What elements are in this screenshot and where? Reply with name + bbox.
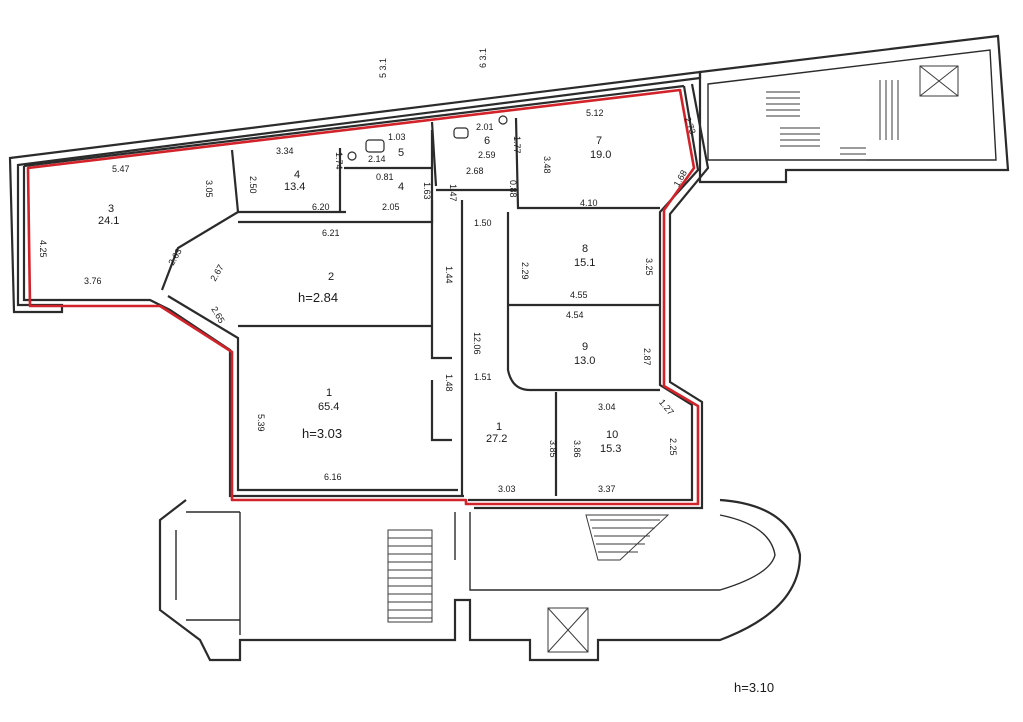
dimension-label: 6.16: [324, 472, 342, 482]
room-1-number: 1: [326, 387, 332, 399]
dimension-label: 6.20: [312, 202, 330, 212]
dimension-label: 3.05: [204, 180, 214, 198]
dimension-label: 2.50: [248, 176, 258, 194]
dimension-labels: 5.47 4.25 3.05 3.76 2.63 2.67 2.65 2.50 …: [38, 108, 698, 494]
dimension-label: 5.12: [586, 108, 604, 118]
room-4a-area: 13.4: [284, 181, 305, 193]
room-3-number: 3: [108, 203, 114, 215]
dimension-label: 2.05: [382, 202, 400, 212]
dimension-label: 1.03: [388, 132, 406, 142]
dimension-label: 4.54: [566, 310, 584, 320]
room-9-number: 9: [582, 341, 588, 353]
dimension-label: 2.63: [166, 247, 183, 267]
dimension-label: 2.68: [466, 166, 484, 176]
premises-outline: [26, 88, 700, 506]
room-1-area: 65.4: [318, 401, 339, 413]
dimension-label: 2.59: [478, 150, 496, 160]
dimension-label: 0.88: [508, 180, 518, 198]
room-9-area: 13.0: [574, 355, 595, 367]
room-7-area: 19.0: [590, 149, 611, 161]
room-3-area: 24.1: [98, 215, 119, 227]
room-1b-number: 1: [496, 421, 502, 433]
dimension-label: 3.03: [498, 484, 516, 494]
dimension-label: 2.29: [520, 262, 530, 280]
room-8-area: 15.1: [574, 257, 595, 269]
room-1b-area: 27.2: [486, 433, 507, 445]
dimension-label: 2.67: [208, 263, 225, 283]
top-mark-1: 5 3.1: [378, 58, 388, 78]
dimension-label: 2.01: [476, 122, 494, 132]
dimension-label: 3.48: [542, 156, 552, 174]
dimension-label: 1.50: [474, 218, 492, 228]
dimension-label: 3.76: [84, 276, 102, 286]
room-labels: 3 24.1 4 13.4 4 5 6 2 h=2.84 1 65.4 h=3.…: [98, 135, 621, 455]
walls: [8, 34, 1010, 662]
room-2-height: h=2.84: [298, 290, 338, 305]
dimension-label: 1.27: [657, 397, 676, 417]
dimension-label: 1.47: [448, 184, 458, 202]
room-2-number: 2: [328, 271, 334, 283]
room-5-number: 5: [398, 147, 404, 159]
dimension-label: 2.73: [682, 115, 697, 135]
room-8-number: 8: [582, 243, 588, 255]
room-7-number: 7: [596, 135, 602, 147]
dimension-label: 2.87: [642, 348, 652, 366]
dimension-label: 5.47: [112, 164, 130, 174]
dimension-label: 3.37: [598, 484, 616, 494]
building-height-label: h=3.10: [734, 680, 774, 695]
room-4b-number: 4: [398, 181, 404, 193]
top-mark-2: 6 3.1: [478, 48, 488, 68]
room-6-number: 6: [484, 135, 490, 147]
dimension-label: 3.25: [644, 258, 654, 276]
room-4a-number: 4: [294, 169, 300, 181]
dimension-label: 3.85: [548, 440, 558, 458]
dimension-label: 0.81: [376, 172, 394, 182]
dimension-label: 4.55: [570, 290, 588, 300]
room-10-area: 15.3: [600, 443, 621, 455]
dimension-label: 3.04: [598, 402, 616, 412]
dimension-label: 6.21: [322, 228, 340, 238]
dimension-label: 3.86: [572, 440, 582, 458]
dimension-label: 1.74: [334, 152, 344, 170]
dimension-label: 4.10: [580, 198, 598, 208]
dimension-label: 1.51: [474, 372, 492, 382]
dimension-label: 1.63: [422, 182, 432, 200]
dimension-label: 1.48: [444, 374, 454, 392]
dimension-label: 12.06: [472, 332, 482, 355]
room-1-height: h=3.03: [302, 426, 342, 441]
dimension-label: 4.25: [38, 240, 48, 258]
dimension-label: 2.14: [368, 154, 386, 164]
dimension-label: 1.77: [512, 136, 522, 154]
dimension-label: 3.34: [276, 146, 294, 156]
dimension-label: 5.39: [256, 414, 266, 432]
room-10-number: 10: [606, 429, 618, 441]
dimension-label: 2.25: [668, 438, 678, 456]
dimension-label: 1.44: [444, 266, 454, 284]
